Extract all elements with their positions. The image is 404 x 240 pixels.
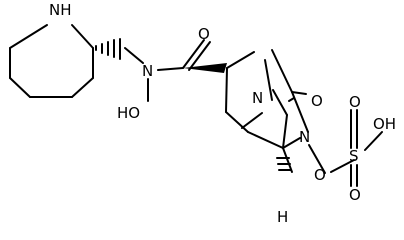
bond (9, 77, 31, 98)
bond (291, 91, 307, 95)
molecule-drawing: NH N HO O N O N O S O OH O H (9, 1, 396, 226)
atom-label-bridge-n: N (252, 89, 263, 107)
bond (241, 112, 263, 129)
bond (272, 89, 288, 116)
bond (282, 114, 288, 149)
atom-label-sulfonyl-oh: OH (373, 115, 396, 133)
structure-canvas: NH N HO O N O N O S O OH O H (9, 1, 397, 226)
bond (282, 137, 301, 149)
atom-label-hydroxy: HO (117, 104, 140, 122)
atom-label-nh: NH (49, 1, 72, 19)
sulfate-group (308, 109, 383, 187)
bond (308, 144, 326, 174)
hashed-h-bond (276, 157, 292, 171)
bond (124, 47, 144, 64)
atom-label-carbonyl-o2: O (311, 92, 323, 110)
bond (71, 77, 94, 98)
bicyclic-core (225, 49, 309, 173)
bond (247, 131, 284, 149)
atom-label-amide-n: N (142, 62, 153, 80)
piperidine-ring (9, 24, 94, 98)
bond (182, 39, 205, 69)
side-chain (124, 39, 211, 102)
bond (282, 147, 293, 173)
bond (225, 67, 228, 113)
bond (264, 59, 273, 101)
atom-label-sulfonyl-o-top: O (349, 93, 361, 111)
bond (188, 41, 211, 71)
atom-label-sulfonyl-o-bottom: O (349, 186, 361, 204)
bond (9, 24, 48, 49)
bond (226, 51, 255, 69)
bond (271, 49, 293, 93)
bond (288, 97, 295, 102)
atom-label-stereo-h: H (277, 208, 288, 226)
bond (330, 159, 355, 173)
atom-label-sulfur: S (349, 147, 359, 165)
atom-label-urea-n: N (299, 128, 310, 146)
bond (225, 111, 249, 133)
wedge-stereo-bond (183, 63, 227, 73)
atom-label-carbonyl-o1: O (198, 25, 210, 43)
bond (157, 67, 184, 71)
atom-label-ester-o: O (314, 166, 326, 184)
bond (364, 131, 383, 151)
bond (71, 24, 94, 49)
hashed-stereo-bond (95, 38, 121, 60)
